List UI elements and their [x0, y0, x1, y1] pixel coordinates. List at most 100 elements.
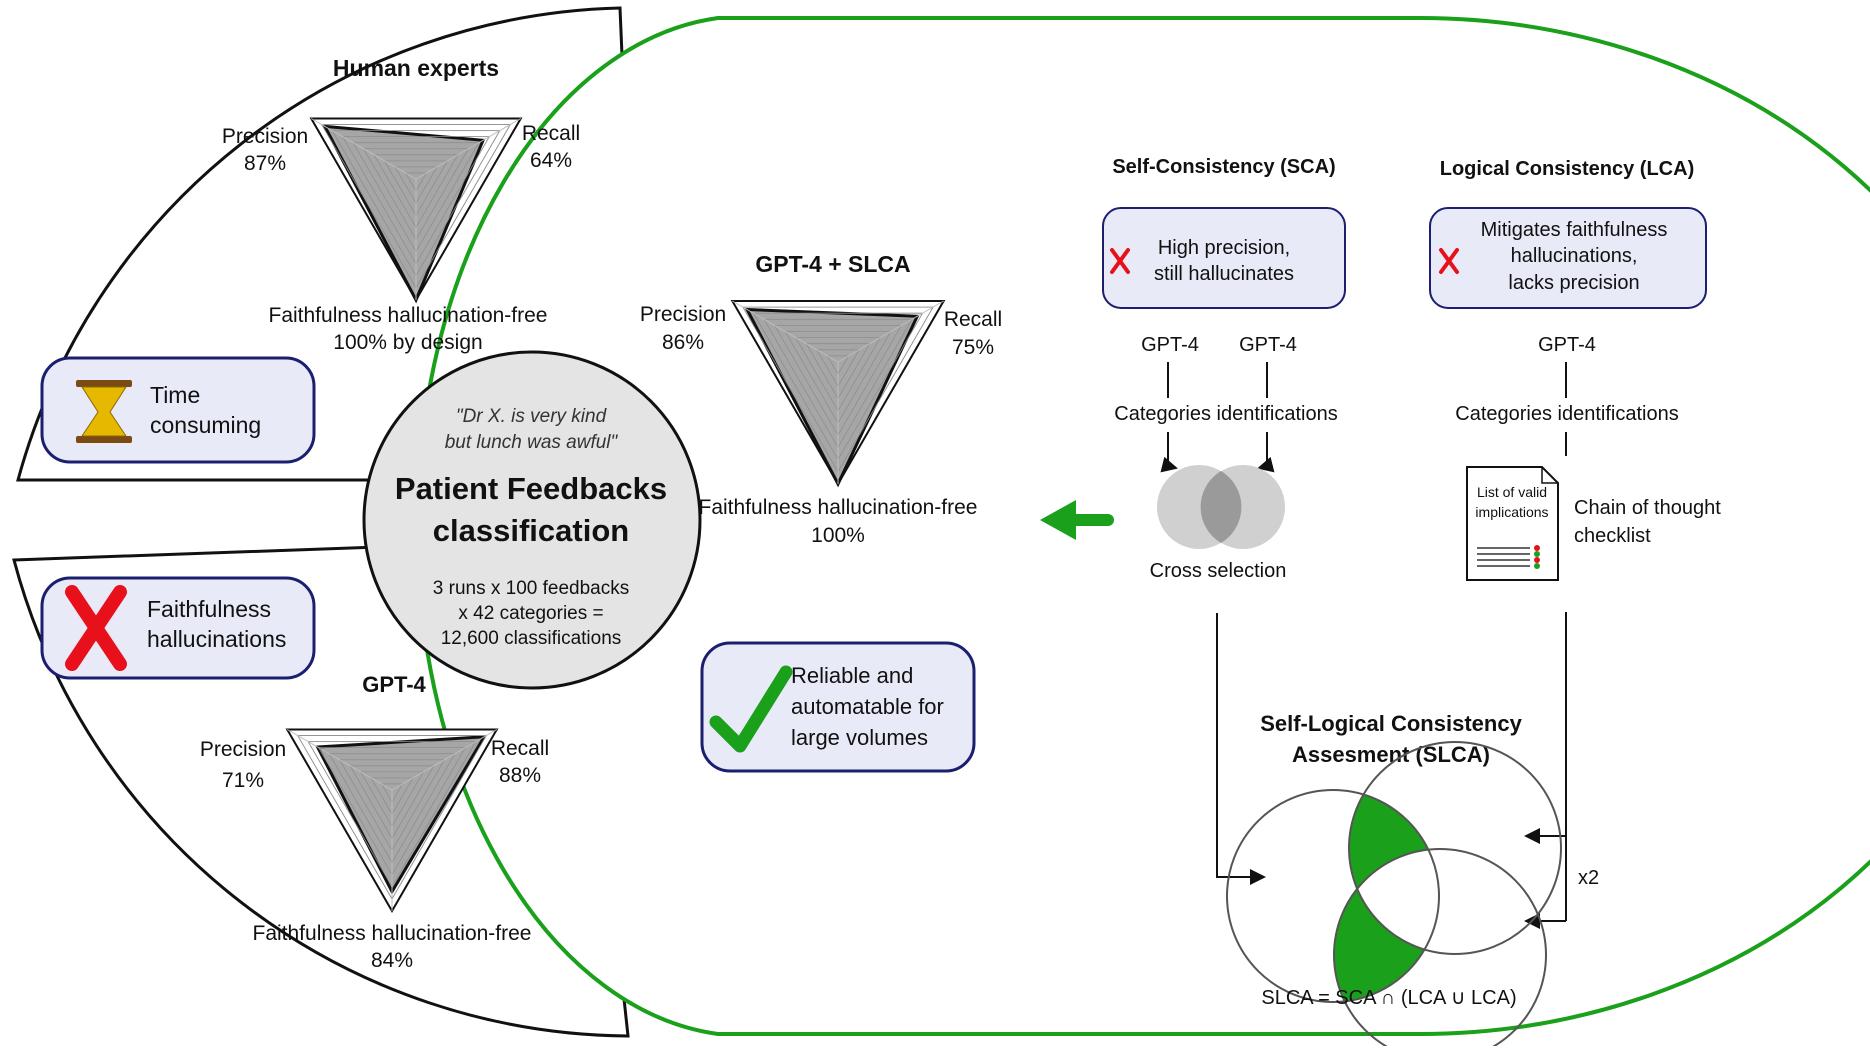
human-radar-grid-overlay — [320, 124, 512, 289]
reliable-box — [700, 641, 976, 773]
hourglass-icon — [76, 380, 132, 443]
gpt4-title: GPT-4 — [362, 672, 426, 697]
time-consuming-box — [40, 356, 316, 464]
connector-arrow — [1160, 432, 1178, 473]
connector-arrow — [1216, 613, 1266, 885]
sca-box — [1102, 207, 1346, 309]
human-radar-grid-overlay — [362, 148, 470, 241]
gpt4-radar-grid-overlay — [307, 741, 477, 888]
human-radar-grid-overlay — [341, 136, 491, 265]
gpt4-recall-label: Recall — [491, 737, 549, 760]
slca-faithfulness-label: Faithfulness hallucination-free — [699, 496, 978, 519]
reliable-line1: Reliable and — [791, 663, 913, 688]
document-line2: implications — [1475, 504, 1548, 520]
document-line1: List of valid — [1477, 484, 1547, 500]
center-title-line2: classification — [433, 513, 629, 548]
sca-box-line2: still hallucinates — [1154, 263, 1294, 285]
slca-precision-value: 86% — [662, 331, 704, 354]
sca-model-a: GPT-4 — [1141, 334, 1199, 356]
slca-radar-grid-overlay — [805, 343, 871, 400]
human-radar-grid-overlay — [373, 154, 459, 229]
feedback-quote-line1: "Dr X. is very kind — [456, 406, 608, 427]
red-cross-icon — [1439, 248, 1459, 274]
slca-radar-grid-overlay — [773, 324, 903, 437]
sca-box-line1: High precision, — [1158, 237, 1290, 259]
sca-title: Self-Consistency (SCA) — [1112, 156, 1335, 178]
red-cross-icon — [1110, 248, 1130, 274]
slca-recall-label: Recall — [944, 308, 1002, 331]
human-radar-grid-overlay — [404, 172, 428, 192]
slca-radar-grid-overlay — [742, 306, 934, 473]
human-precision-value: 87% — [244, 152, 286, 175]
sca-model-b: GPT-4 — [1239, 334, 1297, 356]
hallucinations-line1: Faithfulness — [147, 596, 271, 622]
reliable-line3: large volumes — [791, 725, 928, 750]
gpt4-radar-grid-overlay — [380, 783, 404, 803]
time-consuming-line2: consuming — [150, 412, 261, 438]
human-faithfulness-label: Faithfulness hallucination-free — [269, 304, 548, 327]
human-radar — [309, 117, 523, 304]
gpt4-radar-grid-overlay — [349, 765, 435, 840]
gpt4-radar-grid-overlay — [317, 747, 467, 876]
gpt4-recall-value: 88% — [499, 764, 541, 787]
slca-radar-grid-overlay — [763, 318, 913, 449]
human-radar-axis — [415, 118, 522, 180]
slca-radar-axis — [732, 300, 839, 363]
lca-step: Categories identifications — [1455, 403, 1678, 425]
gpt4-radar-grid-overlay — [338, 759, 446, 852]
sca-step: Categories identifications — [1114, 403, 1337, 425]
slca-formula: SLCA = SCA ∩ (LCA ∪ LCA) — [1261, 987, 1516, 1009]
lca-box-line1: Mitigates faithfulness — [1481, 219, 1668, 241]
gpt4-radar-axis — [286, 729, 393, 791]
slca-radar-grid-overlay — [816, 349, 860, 388]
gpt4-faithfulness-label: Faithfulness hallucination-free — [253, 922, 532, 945]
lca-box-line3: lacks precision — [1508, 272, 1639, 294]
slca-radar-grid-overlay — [795, 337, 881, 412]
slca-title-line1: Self-Logical Consistency — [1260, 711, 1522, 736]
slca-recall-value: 75% — [952, 336, 994, 359]
red-cross-icon — [65, 585, 127, 671]
slca-radar-axis — [837, 300, 944, 363]
human-radar-grid-overlay — [394, 166, 438, 204]
feedback-quote-line2: but lunch was awful" — [445, 432, 619, 453]
repeat-label: x2 — [1578, 867, 1599, 889]
hallucinations-line2: hallucinations — [147, 626, 286, 652]
connector-arrow — [1257, 432, 1275, 473]
human-radar-grid-overlay — [331, 130, 501, 277]
slca-result-title: GPT-4 + SLCA — [755, 251, 910, 277]
gpt4-precision-label: Precision — [200, 738, 286, 761]
cross-selection-label: Cross selection — [1150, 560, 1287, 582]
green-arrow-icon — [1040, 500, 1114, 540]
human-radar-grid-overlay — [383, 160, 449, 217]
human-experts-title: Human experts — [333, 55, 499, 81]
center-title-line1: Patient Feedbacks — [395, 471, 667, 506]
time-consuming-line1: Time — [150, 382, 200, 408]
gpt4-radar-grid-overlay — [328, 753, 456, 864]
gpt4-precision-value: 71% — [222, 769, 264, 792]
gpt4-radar-axis — [391, 729, 498, 791]
document-icon — [1466, 466, 1559, 581]
slca-radar-grid-overlay — [752, 312, 924, 461]
human-precision-label: Precision — [222, 125, 308, 148]
human-radar-axis — [310, 118, 417, 180]
center-stats-line3: 12,600 classifications — [441, 628, 622, 649]
gpt4-radar-grid-overlay — [370, 777, 414, 816]
center-stats-line1: 3 runs x 100 feedbacks — [433, 578, 629, 599]
lca-box — [1429, 207, 1707, 309]
gpt4-radar — [285, 728, 499, 914]
human-recall-value: 64% — [530, 149, 572, 172]
gpt4-radar-grid-overlay — [296, 735, 488, 900]
checklist-line1: Chain of thought — [1574, 497, 1721, 519]
green-checkmark-icon — [709, 665, 793, 753]
human-faithfulness-value: 100% by design — [333, 331, 482, 354]
reliable-line2: automatable for — [791, 694, 944, 719]
checklist-line2: checklist — [1574, 525, 1651, 547]
cross-selection-venn — [1157, 465, 1285, 549]
gpt4-radar-grid-overlay — [359, 771, 425, 828]
human-radar-values — [322, 124, 486, 304]
slca-radar-grid-overlay — [826, 355, 850, 376]
slca-radar — [730, 300, 946, 488]
lca-box-line2: hallucinations, — [1511, 245, 1638, 267]
slca-radar-grid-overlay — [784, 331, 892, 424]
